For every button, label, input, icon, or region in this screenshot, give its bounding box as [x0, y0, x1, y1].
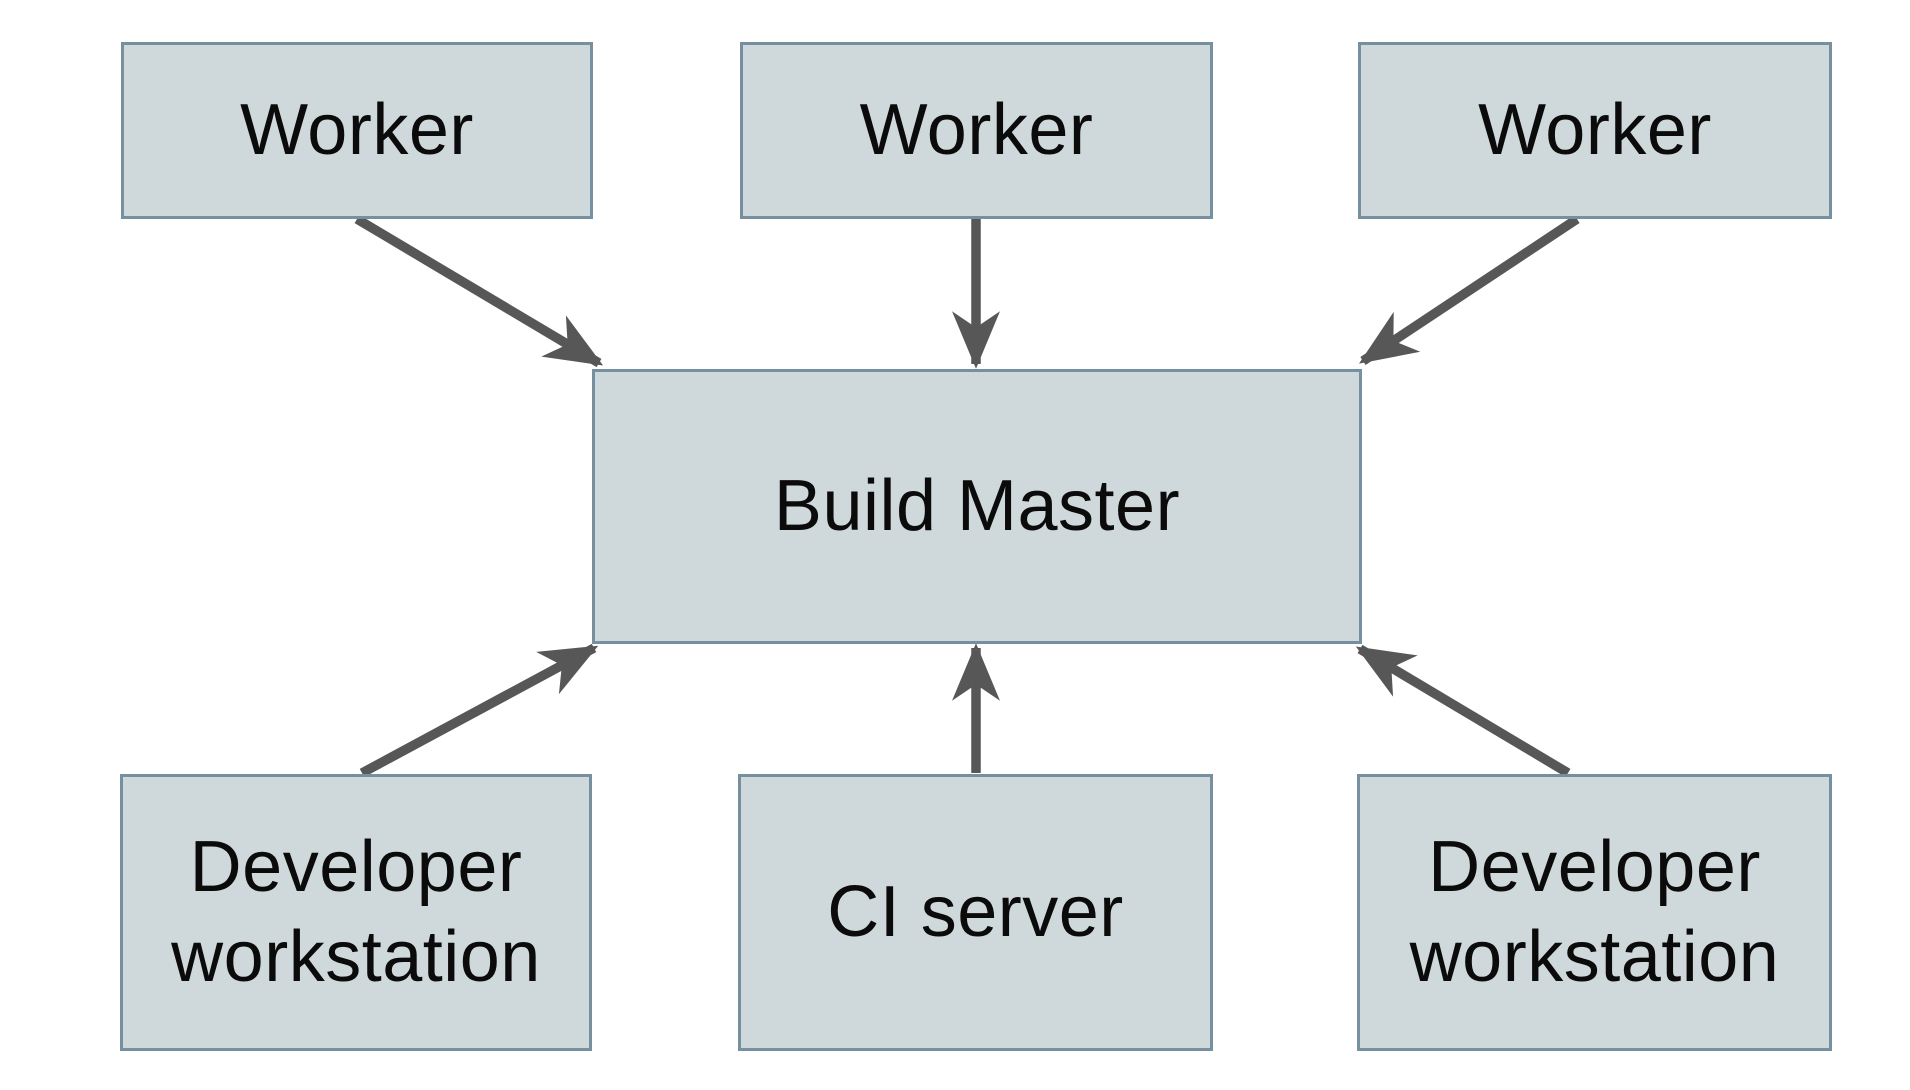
node-build-master-label: Build Master [773, 465, 1181, 546]
node-dev-workstation-right: Developer workstation [1357, 774, 1832, 1051]
node-dev-workstation-left-label: Developer workstation [171, 827, 541, 997]
node-ci-server: CI server [738, 774, 1213, 1051]
arrow-worker-1-to-build-master [354, 214, 604, 368]
node-worker-3: Worker [1358, 42, 1832, 219]
node-ci-server-label: CI server [827, 871, 1124, 952]
node-worker-3-label: Worker [1478, 89, 1712, 170]
node-dev-workstation-right-label: Developer workstation [1409, 827, 1780, 997]
node-worker-1-label: Worker [240, 89, 474, 170]
arrow-dev-left-to-build-master [359, 643, 599, 778]
node-dev-workstation-left: Developer workstation [120, 774, 592, 1051]
node-build-master: Build Master [592, 369, 1362, 644]
arrow-worker-3-to-build-master [1359, 215, 1580, 365]
arrow-dev-right-to-build-master [1355, 644, 1571, 778]
node-worker-2: Worker [740, 42, 1213, 219]
node-worker-1: Worker [121, 42, 593, 219]
node-worker-2-label: Worker [859, 89, 1094, 170]
